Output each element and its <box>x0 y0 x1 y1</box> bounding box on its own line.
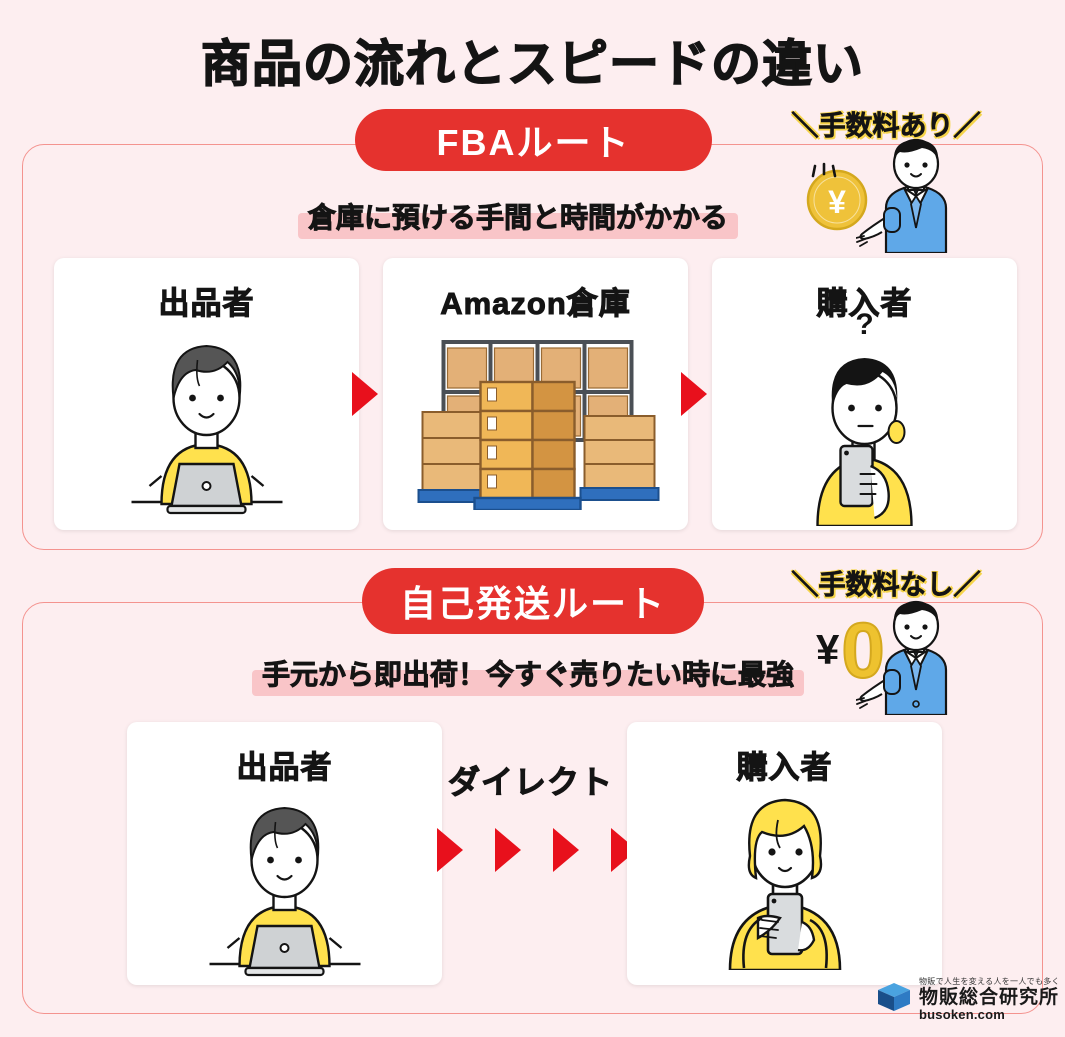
fee-callout-text-self: ＼手数料なし／ <box>786 563 986 602</box>
footer-text-block: 物販で人生を変える人を一人でも多く 物販総合研究所 busoken.com <box>919 977 1060 1022</box>
route-badge-fba: FBAルート <box>355 109 712 171</box>
person-at-laptop-icon <box>119 326 294 526</box>
yen-symbol: ¥ <box>816 626 840 674</box>
person-at-laptop-icon <box>197 788 372 985</box>
slash-right-icon: ／ <box>953 111 981 142</box>
card-amazon-warehouse: Amazon倉庫 <box>383 258 688 530</box>
businessman-illustration-fba <box>855 138 976 258</box>
card-fba-buyer: 購入者 ? <box>712 258 1017 530</box>
svg-text:¥: ¥ <box>828 184 846 220</box>
card-fba-seller: 出品者 <box>54 258 359 530</box>
direct-arrow-3-icon <box>553 828 579 872</box>
page-title: 商品の流れとスピードの違い <box>200 35 864 93</box>
slash-right-icon: ／ <box>953 570 981 601</box>
route-badge-self-ship: 自己発送ルート <box>362 568 704 634</box>
fee-callout-text-fba: ＼手数料あり／ <box>786 104 986 143</box>
slash-left-icon: ＼ <box>791 570 819 601</box>
card-self-buyer: 購入者 <box>627 722 942 985</box>
card-self-seller: 出品者 <box>127 722 442 985</box>
flow-arrow-2-icon <box>681 372 707 416</box>
card-label-buyer: 購入者 <box>816 286 913 322</box>
footer-brand-logo: 物販で人生を変える人を一人でも多く 物販総合研究所 busoken.com <box>876 978 1060 1021</box>
direct-arrow-1-icon <box>437 828 463 872</box>
zero-fee-amount: ¥ 0 <box>816 606 886 694</box>
woman-with-phone-thinking-icon <box>782 346 947 530</box>
footer-url: busoken.com <box>919 1007 1005 1022</box>
footer-tagline: 物販で人生を変える人を一人でも多く <box>919 977 1060 986</box>
fee-callout-fba: ＼手数料あり／ <box>786 104 986 143</box>
businessman-illustration-self <box>855 600 976 720</box>
fee-label-self: 手数料なし <box>818 570 954 601</box>
fee-label-fba: 手数料あり <box>818 111 954 142</box>
card-label-warehouse: Amazon倉庫 <box>440 286 631 322</box>
fee-callout-self-ship: ＼手数料なし／ <box>786 563 986 602</box>
card-label-seller: 出品者 <box>158 286 255 322</box>
slash-left-icon: ＼ <box>791 111 819 142</box>
direct-flow-label: ダイレクト <box>447 764 614 801</box>
blonde-woman-with-phone-icon <box>700 790 870 975</box>
subcaption-fba: 倉庫に預ける手間と時間がかかる <box>298 193 739 241</box>
warehouse-boxes-icon <box>408 330 663 515</box>
flow-arrow-1-icon <box>352 372 378 416</box>
subcaption-self-ship: 手元から即出荷！今すぐ売りたい時に最強 <box>252 650 805 698</box>
yen-coin-icon: ¥ <box>800 160 874 239</box>
question-mark-icon: ? <box>855 308 874 341</box>
card-label-buyer-2: 購入者 <box>736 750 833 786</box>
zero-amount: 0 <box>840 606 885 694</box>
footer-brand-name: 物販総合研究所 <box>919 987 1060 1008</box>
blue-bookmark-logo-icon <box>876 980 912 1019</box>
card-label-seller-2: 出品者 <box>236 750 333 786</box>
direct-arrow-2-icon <box>495 828 521 872</box>
